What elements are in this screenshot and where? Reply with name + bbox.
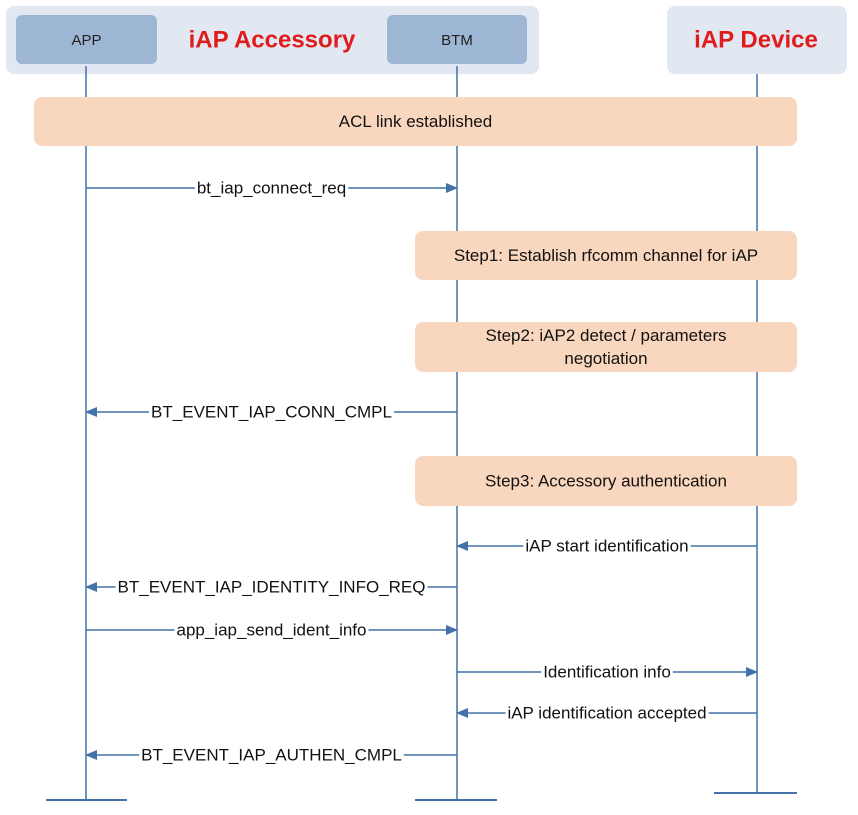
step-label-step3: Step3: Accessory authentication	[485, 472, 727, 491]
message-label-bg	[541, 662, 673, 682]
message-label: bt_iap_connect_req	[197, 179, 346, 198]
message-label-bg	[194, 178, 349, 198]
message-label-bg	[523, 536, 691, 556]
step-label-step2: Step2: iAP2 detect / parameters	[486, 326, 727, 345]
message-label: BT_EVENT_IAP_CONN_CMPL	[151, 403, 392, 422]
actor-label-btm: BTM	[441, 32, 473, 49]
message-label: BT_EVENT_IAP_IDENTITY_INFO_REQ	[118, 578, 426, 597]
message-label-bg	[139, 745, 404, 765]
message-label-bg	[174, 620, 369, 640]
step-box-step3	[415, 456, 797, 506]
step-label-step2: negotiation	[564, 349, 647, 368]
message-label: iAP identification accepted	[507, 704, 706, 723]
message-label: Identification info	[543, 663, 671, 682]
actor-label-app: APP	[71, 32, 101, 49]
group-title-device: iAP Device	[694, 27, 818, 54]
message-label-bg	[505, 703, 709, 723]
step-box-acl	[34, 97, 797, 146]
step-label-step1: Step1: Establish rfcomm channel for iAP	[454, 246, 758, 265]
message-label-bg	[115, 577, 428, 597]
group-panel-device	[667, 6, 847, 74]
message-label: app_iap_send_ident_info	[176, 621, 366, 640]
actor-box-btm	[387, 15, 527, 64]
step-box-step2	[415, 322, 797, 372]
step-box-step1	[415, 231, 797, 280]
step-label-acl: ACL link established	[339, 112, 492, 131]
message-label: BT_EVENT_IAP_AUTHEN_CMPL	[141, 746, 402, 765]
actor-box-app	[16, 15, 157, 64]
message-label: iAP start identification	[525, 537, 688, 556]
message-label-bg	[149, 402, 394, 422]
group-title-accessory: iAP Accessory	[189, 27, 356, 54]
